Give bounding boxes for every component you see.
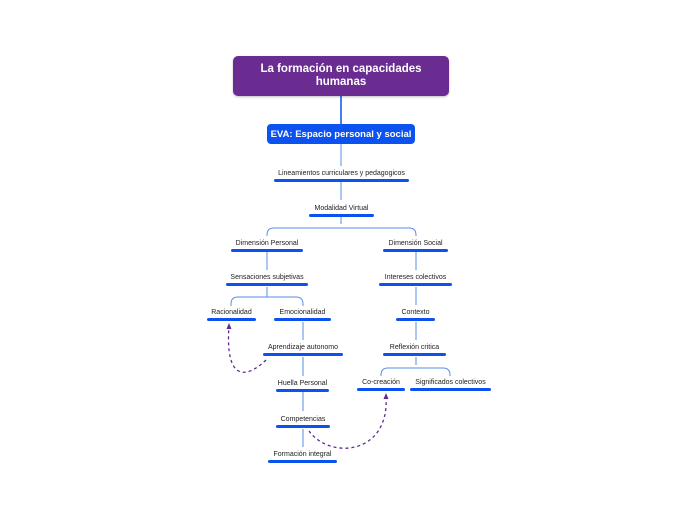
- main-topic-eva[interactable]: EVA: Espacio personal y social: [267, 124, 415, 144]
- arrowhead-cocreacion: [383, 393, 389, 399]
- topic-formacion-integral[interactable]: Formación integral: [268, 447, 337, 463]
- connector-reflexion-branches: [380, 357, 451, 376]
- relationship-cocreacion-competencias: [308, 395, 387, 449]
- topic-modalidad-virtual[interactable]: Modalidad Virtual: [309, 201, 374, 217]
- relationship-aprendizaje-racionalidad: [227, 325, 267, 373]
- topic-dimension-social[interactable]: Dimensión Social: [383, 236, 448, 252]
- topic-significados-colectivos[interactable]: Significados colectivos: [410, 375, 491, 391]
- topic-emocionalidad[interactable]: Emocionalidad: [274, 305, 331, 321]
- arrowhead-racionalidad: [226, 323, 232, 329]
- root-topic[interactable]: La formación en capacidades humanas: [233, 56, 449, 96]
- topic-lineamientos[interactable]: Lineamientos curriculares y pedagogicos: [274, 166, 409, 182]
- connector-modalidad-dimensions: [266, 217, 417, 236]
- topic-intereses-colectivos[interactable]: Intereses colectivos: [379, 270, 452, 286]
- topic-aprendizaje-autonomo[interactable]: Aprendizaje autonomo: [263, 340, 343, 356]
- connector-sensaciones-branches: [230, 287, 304, 306]
- topic-competencias[interactable]: Competencias: [276, 412, 330, 428]
- topic-reflexion-critica[interactable]: Reflexión critica: [383, 340, 446, 356]
- topic-co-creacion[interactable]: Co-creación: [357, 375, 405, 391]
- topic-dimension-personal[interactable]: Dimensión Personal: [231, 236, 303, 252]
- topic-sensaciones-subjetivas[interactable]: Sensaciones subjetivas: [226, 270, 308, 286]
- topic-contexto[interactable]: Contexto: [396, 305, 435, 321]
- topic-huella-personal[interactable]: Huella Personal: [276, 376, 329, 392]
- topic-racionalidad[interactable]: Racionalidad: [207, 305, 256, 321]
